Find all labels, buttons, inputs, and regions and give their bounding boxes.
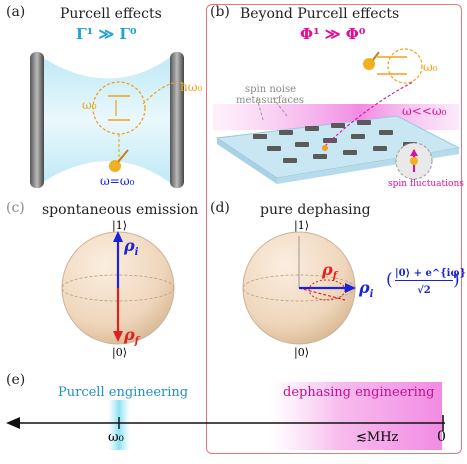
frequency-axis xyxy=(6,382,445,450)
cavity-illustration xyxy=(30,52,184,188)
metasurface-illustration xyxy=(213,48,461,184)
bloch-sphere-c xyxy=(61,231,175,345)
purcell-engineering-label: Purcell engineering xyxy=(58,385,189,400)
panel-d-state-denominator: √2 xyxy=(417,285,431,296)
atom-icon xyxy=(363,58,375,70)
panel-b-label: (b) xyxy=(210,4,230,20)
panel-b-frame xyxy=(206,4,462,454)
bloch-sphere-d xyxy=(242,231,356,345)
panel-c-label: (c) xyxy=(6,200,25,216)
panel-d-rho-i: ρi xyxy=(359,278,374,301)
panel-c-title: spontaneous emission xyxy=(42,202,199,218)
tick-zero: 0 xyxy=(437,429,446,445)
panel-d-label: (d) xyxy=(210,200,230,216)
panel-d-rho-f: ρf xyxy=(322,260,337,283)
metasurface-label-line2: metasurfaces xyxy=(236,95,305,106)
panel-b-frequency-condition: ω<<ω₀ xyxy=(402,104,447,118)
panel-d-ket-top: |1⟩ xyxy=(294,219,309,232)
tick-omega0: ω₀ xyxy=(108,430,124,445)
panel-a-title: Purcell effects xyxy=(60,6,162,22)
panel-a-hbar-omega0: ħω₀ xyxy=(180,80,203,94)
panel-b-relation: Φ¹ ≫ Φ⁰ xyxy=(300,25,366,43)
tick-mhz: ≲MHz xyxy=(356,430,399,445)
panel-a-omega0: ω₀ xyxy=(82,98,97,112)
panel-c-ket-bottom: |0⟩ xyxy=(112,346,127,359)
panel-d-state-numerator: |0⟩ + e^{iφ}|1⟩ xyxy=(395,268,467,281)
panel-c-rho-f: ρf xyxy=(124,325,139,348)
panel-a-cavity-condition: ω=ω₀ xyxy=(100,174,135,188)
dephasing-band xyxy=(270,382,442,450)
panel-d-ket-bottom: |0⟩ xyxy=(294,346,309,359)
panel-a-relation: Γ¹ ≫ Γ⁰ xyxy=(76,25,137,43)
panel-d-state-paren-right: ) xyxy=(453,270,460,290)
left-mirror xyxy=(30,52,44,188)
right-mirror xyxy=(170,52,184,188)
panel-d-title: pure dephasing xyxy=(260,202,371,218)
panel-d-state-paren-left: ( xyxy=(386,270,393,290)
panel-b-omega0: ω₀ xyxy=(423,60,438,74)
metasurface-label-line1: spin noise xyxy=(245,84,297,95)
panel-c-rho-i: ρi xyxy=(124,236,139,259)
dephasing-engineering-label: dephasing engineering xyxy=(283,385,435,400)
panel-a-label: (a) xyxy=(6,4,26,20)
panel-e-label: (e) xyxy=(6,372,26,388)
panel-c-ket-top: |1⟩ xyxy=(112,219,127,232)
cavity-beam xyxy=(40,56,172,184)
atom-icon xyxy=(109,160,121,172)
spin-fluctuations-label: spin fluctuations xyxy=(388,179,464,189)
panel-b-title: Beyond Purcell effects xyxy=(240,6,400,22)
axis-arrow xyxy=(6,417,20,429)
